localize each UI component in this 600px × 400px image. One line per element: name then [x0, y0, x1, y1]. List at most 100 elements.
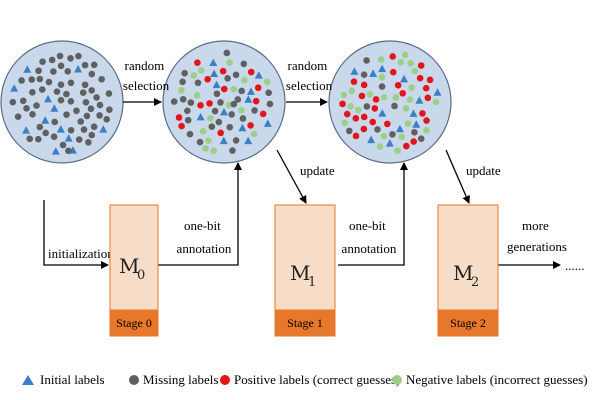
negative-label-marker: [178, 86, 185, 94]
legend-initial-labels: Initial labels: [40, 372, 105, 387]
legend-positive-labels: Positive labels (correct guesses): [234, 372, 400, 387]
negative-label-marker: [340, 91, 348, 99]
missing-label-marker: [51, 118, 59, 126]
missing-label-marker: [88, 70, 96, 78]
negative-label-marker: [411, 67, 419, 75]
initial-label-marker: [22, 126, 31, 134]
update-arrow-2: [445, 149, 470, 204]
legend-negative-labels: Negative labels (incorrect guesses): [406, 372, 588, 387]
positive-label-marker: [394, 81, 402, 89]
negative-label-marker: [250, 130, 258, 138]
initial-label-marker: [400, 74, 409, 83]
positive-label-marker: [259, 110, 267, 118]
missing-label-marker: [75, 52, 82, 60]
negative-label-marker: [377, 56, 385, 63]
positive-label-marker: [217, 129, 224, 137]
missing-label-marker: [90, 123, 98, 131]
negative-label-marker: [210, 147, 218, 155]
missing-label-marker: [59, 141, 67, 149]
legend: Initial labels Missing labels Positive l…: [22, 372, 588, 387]
missing-label-marker: [29, 88, 36, 96]
negative-label-marker: [348, 87, 356, 95]
positive-label-marker: [247, 68, 255, 76]
initial-label-marker: [378, 109, 387, 117]
initial-label-marker: [254, 71, 263, 79]
stage-1-bar: [274, 309, 336, 337]
positive-label-marker: [252, 97, 260, 105]
missing-label-marker: [232, 137, 240, 144]
missing-label-marker: [9, 98, 17, 106]
missing-label-marker: [374, 126, 381, 133]
update-label-2: update: [466, 163, 501, 178]
missing-label-marker: [224, 75, 231, 82]
missing-label-marker: [50, 68, 57, 75]
missing-label-marker: [215, 118, 223, 126]
negative-label-marker: [202, 145, 209, 152]
negative-label-marker: [193, 92, 201, 99]
missing-label-marker: [63, 111, 70, 118]
missing-label-marker: [360, 71, 368, 78]
missing-label-marker: [417, 135, 425, 143]
missing-label-marker: [57, 96, 65, 104]
missing-label-marker: [211, 107, 219, 115]
stage-0-bar: [109, 309, 159, 337]
missing-label-marker: [226, 123, 234, 131]
missing-label-marker: [239, 115, 247, 122]
missing-label-marker: [33, 102, 40, 109]
model-1-subscript: 1: [308, 275, 316, 290]
positive-label-marker: [371, 105, 379, 112]
initial-label-marker: [244, 95, 253, 103]
initial-label-marker: [350, 67, 359, 75]
missing-label-marker: [229, 147, 236, 154]
model-box-1: M 1 Stage 1: [274, 204, 336, 337]
label-dots: [9, 49, 442, 155]
negative-label-marker: [407, 59, 414, 67]
positive-label-marker: [360, 125, 368, 133]
positive-label-marker: [352, 132, 360, 140]
initial-label-marker: [385, 139, 394, 147]
more-generations-label: more generations: [507, 218, 567, 254]
missing-label-marker: [186, 130, 194, 138]
missing-label-marker: [81, 81, 89, 89]
missing-label-marker: [208, 123, 216, 131]
missing-label-marker: [14, 113, 22, 120]
one-bit-annotation-label-2: one-bit annotation: [342, 218, 397, 256]
initial-label-marker: [51, 147, 60, 155]
missing-label-marker: [80, 126, 88, 133]
update-arrow-1: [276, 149, 307, 204]
one-bit-annotation-arrow-1: [158, 162, 242, 266]
ellipsis: ......: [565, 258, 585, 273]
negative-label-marker: [401, 51, 409, 59]
positive-label-marker: [204, 75, 211, 83]
positive-label-marker: [343, 110, 351, 118]
initial-label-marker: [219, 136, 228, 145]
missing-label-marker: [36, 123, 44, 131]
stage-2-label: Stage 2: [450, 316, 486, 330]
negative-label-marker: [378, 73, 386, 81]
positive-label-marker: [352, 115, 360, 122]
positive-label-marker: [206, 100, 213, 107]
negative-label-marker: [398, 133, 406, 141]
missing-label-marker: [217, 99, 224, 106]
positive-label-marker: [358, 92, 366, 100]
negative-label-dot-icon: [392, 375, 402, 385]
missing-label-marker: [96, 112, 103, 119]
initial-label-marker: [50, 104, 59, 112]
missing-label-marker: [230, 100, 238, 108]
missing-label-marker: [81, 61, 89, 69]
positive-label-marker: [372, 96, 380, 103]
negative-label-marker: [205, 137, 212, 144]
missing-label-marker: [18, 77, 25, 84]
missing-label-marker: [75, 136, 83, 143]
initial-label-marker: [196, 112, 205, 121]
positive-label-marker: [426, 76, 434, 84]
missing-label-marker: [50, 133, 58, 140]
positive-label-marker: [422, 84, 430, 92]
model-box-0: M 0 Stage 0: [109, 204, 159, 337]
model-1-body: [274, 204, 336, 311]
missing-label-marker: [45, 78, 53, 86]
missing-label-marker: [98, 75, 105, 83]
missing-label-marker: [378, 83, 386, 90]
negative-label-marker: [392, 94, 400, 101]
positive-label-marker: [410, 138, 417, 145]
